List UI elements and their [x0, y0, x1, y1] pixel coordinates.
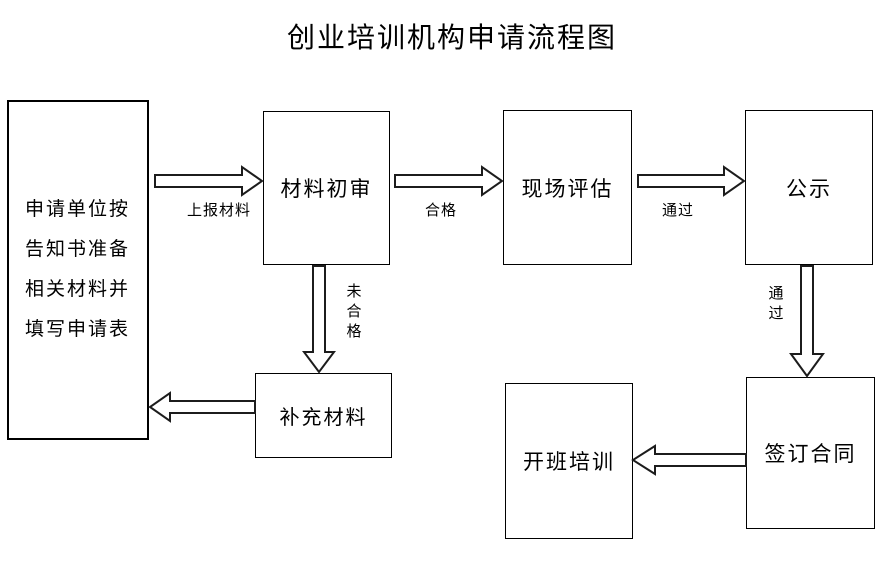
node-apply-materials-label: 申请单位按 告知书准备 相关材料并 填写申请表 — [25, 190, 130, 350]
edge-label-pass-publicity: 通过 — [768, 286, 784, 322]
node-supplement-materials: 补充材料 — [255, 373, 392, 458]
arrow-unqualified-down-icon — [302, 265, 336, 374]
node-apply-materials: 申请单位按 告知书准备 相关材料并 填写申请表 — [7, 100, 149, 440]
arrow-submit-right-icon — [154, 165, 264, 197]
arrow-pass-down-icon — [789, 265, 825, 378]
arrow-qualified-right-icon — [394, 165, 504, 197]
node-sign-contract: 签订合同 — [746, 377, 875, 529]
edge-label-unqualified: 未合格 — [346, 284, 362, 340]
node-start-training: 开班培训 — [505, 383, 633, 539]
arrow-to-training-left-icon — [631, 444, 747, 476]
node-publicity: 公示 — [745, 110, 873, 265]
arrow-back-left-icon — [148, 391, 256, 423]
arrow-pass-right-icon — [637, 165, 746, 197]
edge-label-pass-assess: 通过 — [662, 203, 695, 219]
apply-line-2: 告知书准备 — [25, 239, 131, 260]
edge-label-submit: 上报材料 — [187, 203, 252, 219]
node-material-review: 材料初审 — [263, 111, 390, 265]
apply-line-3: 相关材料并 — [25, 279, 131, 300]
apply-line-1: 申请单位按 — [25, 199, 131, 220]
edge-label-qualified: 合格 — [425, 203, 458, 219]
flowchart-title: 创业培训机构申请流程图 — [286, 23, 617, 54]
node-site-assessment: 现场评估 — [503, 110, 632, 265]
apply-line-4: 填写申请表 — [25, 319, 131, 340]
